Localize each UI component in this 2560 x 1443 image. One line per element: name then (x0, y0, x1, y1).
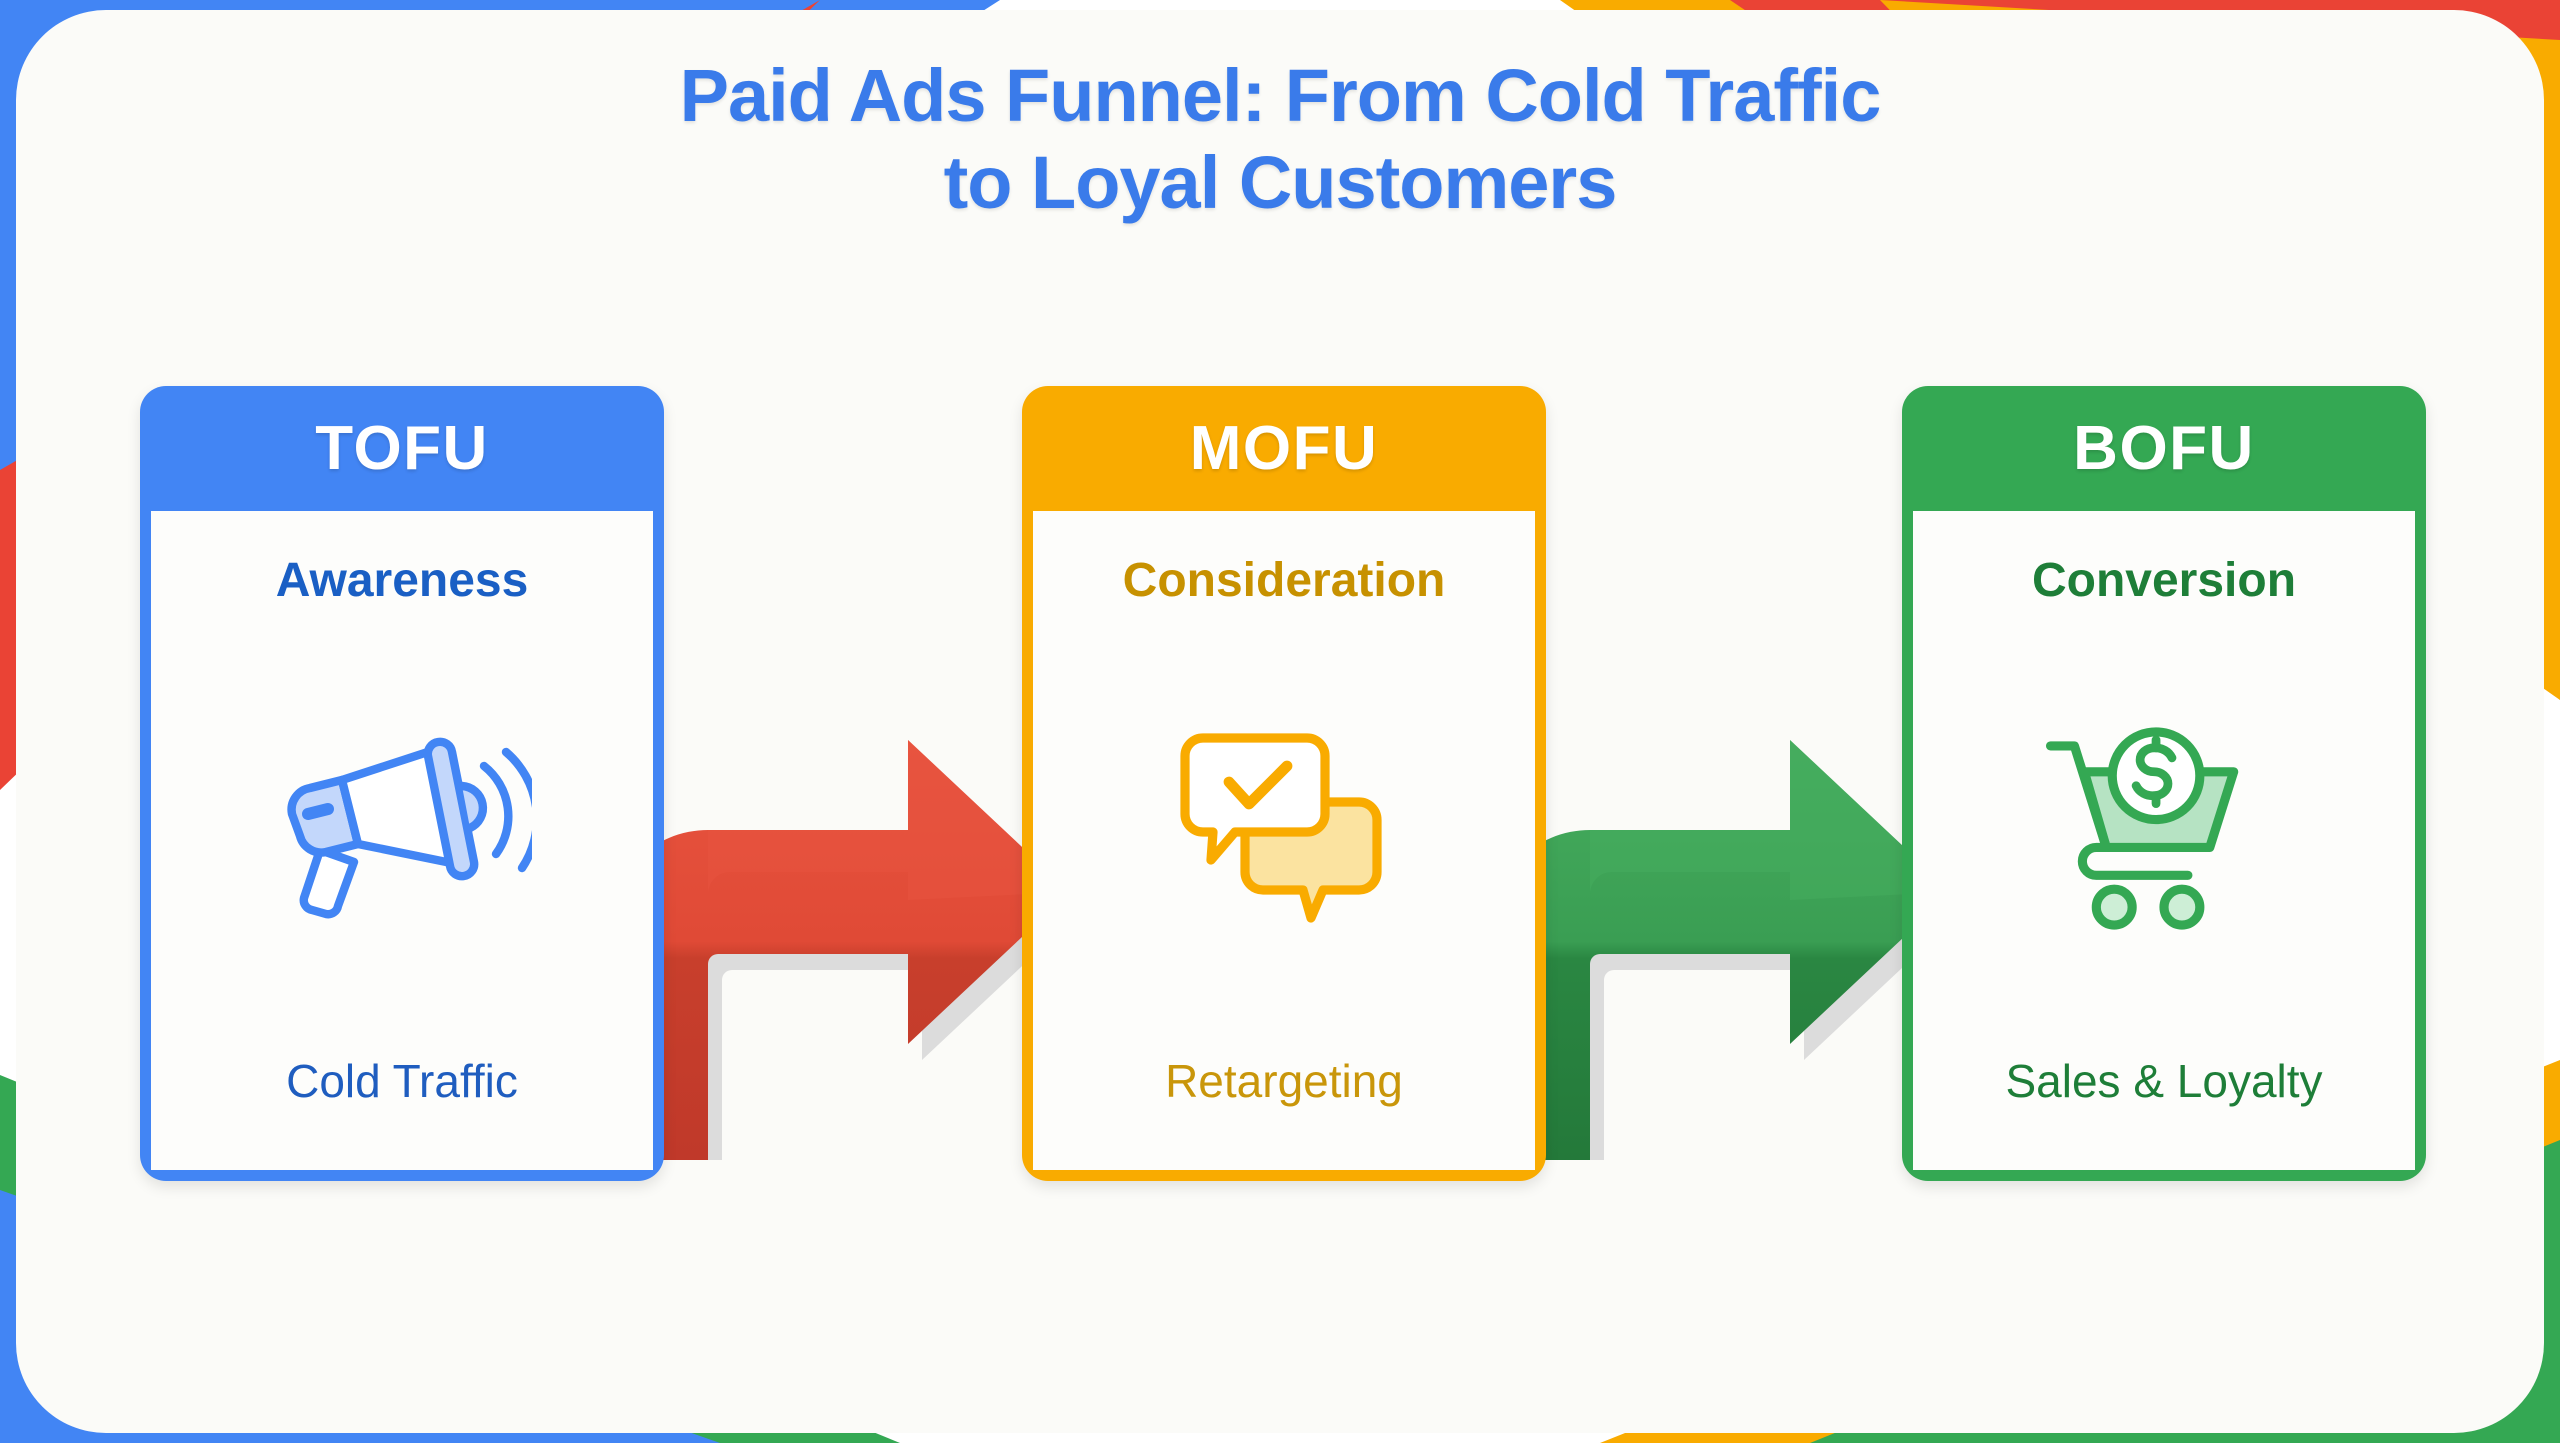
page-title: Paid Ads Funnel: From Cold Traffic to Lo… (0, 52, 2560, 227)
card-subtitle-mofu: Consideration (1122, 554, 1446, 607)
card-icon-wrap-tofu (151, 608, 653, 1054)
card-body-bofu: Conversion (1913, 511, 2415, 1170)
funnel-stage-card-tofu[interactable]: TOFU Awareness (140, 386, 664, 1181)
card-header-label-tofu: TOFU (315, 414, 489, 483)
card-header-label-bofu: BOFU (2073, 414, 2255, 483)
title-line-1: Paid Ads Funnel: From Cold Traffic (679, 54, 1882, 137)
card-header-label-mofu: MOFU (1189, 414, 1379, 483)
title-line-2: to Loyal Customers (943, 141, 1618, 225)
arrow-body-red (608, 740, 1070, 1160)
arrow-body-green (1490, 740, 1952, 1160)
megaphone-icon (287, 737, 532, 919)
card-footer-mofu: Retargeting (1165, 1055, 1403, 1107)
card-subtitle-bofu: Conversion (2031, 554, 2297, 607)
card-body-tofu: Awareness (151, 511, 653, 1170)
card-header-tofu: TOFU (140, 386, 664, 511)
card-footer-tofu: Cold Traffic (286, 1055, 518, 1107)
card-header-mofu: MOFU (1022, 386, 1546, 511)
funnel-stage-card-bofu[interactable]: BOFU Conversion (1902, 386, 2426, 1181)
card-footer-bofu: Sales & Loyalty (2005, 1055, 2323, 1107)
funnel-stage-card-mofu[interactable]: MOFU Consideration Retargeting (1022, 386, 1546, 1181)
card-body-mofu: Consideration Retargeting (1033, 511, 1535, 1170)
connector-arrow-tofu-to-mofu (608, 740, 1084, 1160)
card-header-bofu: BOFU (1902, 386, 2426, 511)
chat-bubbles-check-icon (1180, 733, 1382, 923)
connector-arrow-mofu-to-bofu (1490, 740, 1966, 1160)
shopping-cart-dollar-icon (2045, 726, 2239, 930)
card-subtitle-tofu: Awareness (275, 554, 529, 607)
card-icon-wrap-bofu (1913, 608, 2415, 1054)
card-icon-wrap-mofu (1033, 608, 1535, 1054)
